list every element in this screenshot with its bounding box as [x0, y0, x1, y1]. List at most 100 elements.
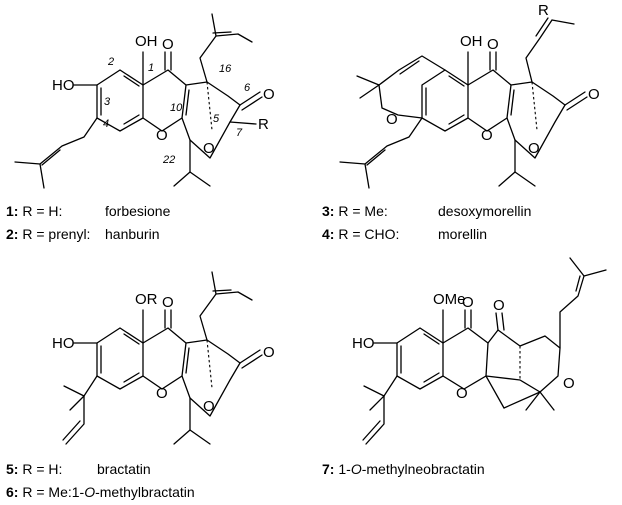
ring-a-double-3	[423, 372, 440, 383]
atom-c6-o: O	[493, 297, 505, 314]
cage-bottom	[181, 362, 241, 417]
gem-dimethyl-a	[539, 391, 555, 411]
caption-4: 4: R = CHO:	[322, 226, 399, 242]
vinyl	[365, 395, 385, 445]
caption-3: 3: R = Me:	[322, 203, 388, 219]
r-chain-methyl	[551, 19, 575, 25]
caption-5: 5: R = H:	[6, 461, 62, 477]
locant-7: 7	[236, 127, 243, 139]
neo-cage-outer	[485, 329, 561, 393]
prenyl-c4	[14, 117, 98, 165]
qc-methyl-a	[363, 385, 385, 397]
chromene-methyl-a	[356, 75, 380, 86]
atom-c6-o: O	[263, 86, 275, 103]
caption-2: 2: R = prenyl:	[6, 226, 90, 242]
c7-r	[229, 121, 257, 125]
captions-7: 7: 1-O-methylneobractatin	[322, 461, 485, 477]
caption-2-name: hanburin	[105, 226, 160, 242]
gem-dimethyl-c	[189, 429, 211, 445]
qc-methyl-b	[69, 395, 85, 411]
atom-ho: HO	[52, 77, 75, 94]
chromene-methyl-b	[359, 84, 380, 99]
captions-3-4: 3: R = Me: desoxymorellin 4: R = CHO: mo…	[322, 203, 531, 242]
locant-10: 10	[170, 102, 183, 114]
prenyl-c16-methyl	[211, 13, 217, 37]
locant-22: 22	[162, 154, 175, 166]
c4-quaternary	[83, 375, 98, 397]
atom-ketone-o: O	[462, 294, 474, 311]
caption-1: 1: R = H:	[6, 203, 62, 219]
structure-7: OMe HO O O O O	[352, 257, 607, 445]
atom-ho: HO	[52, 335, 75, 352]
prenyl-c4-methyl	[39, 163, 45, 189]
caption-1-name: forbesione	[105, 203, 171, 219]
vinyl-double	[62, 420, 81, 441]
ring-a	[396, 327, 444, 390]
cage-bottom	[506, 104, 566, 159]
atom-ketone-o: O	[487, 36, 499, 53]
atom-bridge-o: O	[203, 140, 215, 157]
cage-bottom	[181, 104, 241, 159]
atom-or: OR	[135, 291, 158, 308]
prenyl-c4-methyl	[364, 163, 370, 189]
atom-c6-o: O	[263, 344, 275, 361]
cage-top	[185, 339, 241, 364]
locant-1: 1	[148, 62, 154, 74]
gem-dimethyl-b	[173, 171, 191, 187]
ring-a-double-3	[448, 114, 465, 125]
atom-bridge-o: O	[203, 398, 215, 415]
locant-2: 2	[107, 56, 114, 68]
structure-5-6: OR HO O O O O	[52, 271, 275, 445]
pyranone-ring	[142, 327, 187, 390]
c6-carbonyl-double	[241, 354, 263, 369]
atom-ring-o: O	[156, 385, 168, 402]
atom-ketone-o: O	[162, 294, 174, 311]
r-chain	[525, 19, 553, 83]
captions-1-2: 1: R = H: forbesione 2: R = prenyl: hanb…	[6, 203, 171, 242]
atom-ring-o: O	[456, 385, 468, 402]
ring-a-double-1	[448, 75, 465, 87]
chromene-double	[399, 60, 420, 75]
caption-5-name: bractatin	[97, 461, 151, 477]
c6-carbonyl	[239, 91, 261, 106]
qc-methyl-b	[369, 395, 385, 411]
atom-c6-o: O	[588, 86, 600, 103]
ch2	[485, 375, 505, 409]
atom-r: R	[258, 116, 269, 133]
cage-hashed	[531, 81, 538, 131]
atom-oh: OH	[135, 33, 158, 50]
caption-6: 6: R = Me:1-O-methylbractatin	[6, 484, 195, 500]
atom-bridge-o: O	[528, 140, 540, 157]
vinyl-double	[362, 420, 381, 441]
prenyl-double	[575, 275, 581, 292]
cage-top	[510, 81, 566, 106]
prenyl-c4	[339, 117, 423, 165]
c4-quaternary	[383, 375, 398, 397]
caption-7: 7: 1-O-methylneobractatin	[322, 461, 485, 477]
c6-carbonyl-double	[501, 312, 505, 331]
prenyl-methyl	[569, 257, 585, 277]
ring-a-double-1	[123, 75, 140, 87]
gem-dimethyl-b	[525, 391, 541, 411]
atom-oh: OH	[460, 33, 483, 50]
atom-ring-o: O	[156, 127, 168, 144]
caption-4-name: morellin	[438, 226, 487, 242]
qc-methyl-a	[63, 385, 85, 397]
structure-1-2: OH HO O O O O R 1 2 3 4 10 16 6 5 7 22	[14, 13, 275, 189]
prenyl-c4-double	[41, 149, 61, 166]
locant-16: 16	[219, 63, 232, 75]
structure-3-4: OH R O O O O O	[339, 2, 600, 189]
locant-6: 6	[244, 82, 251, 94]
ring-a	[96, 327, 144, 390]
atom-ho: HO	[352, 335, 375, 352]
c6-carbonyl	[239, 349, 261, 364]
atom-pyran-o: O	[386, 111, 398, 128]
prenyl-cage-methyl	[211, 271, 217, 295]
ring-a-double-1	[123, 333, 140, 345]
ring-a	[421, 69, 469, 132]
cage-hashed	[206, 339, 213, 389]
prenyl-cage	[199, 291, 253, 341]
prenyl-c4-double	[366, 149, 386, 166]
cage-top	[185, 81, 241, 106]
locant-4: 4	[103, 118, 109, 130]
